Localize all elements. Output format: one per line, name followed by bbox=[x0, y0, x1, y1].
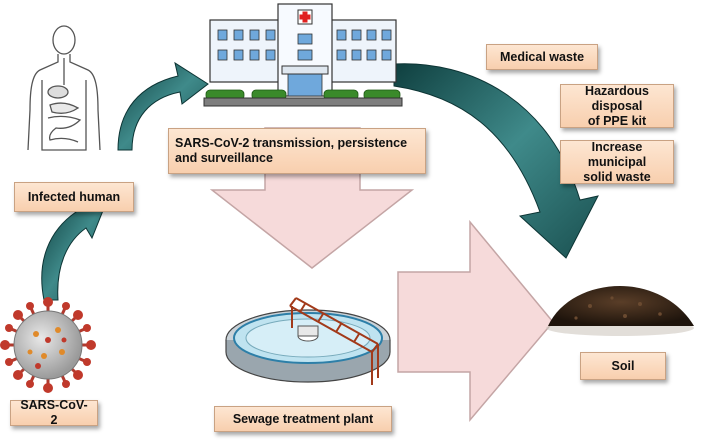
sars-cov-2-label: SARS-CoV-2 bbox=[10, 398, 98, 427]
sewage-tank-icon bbox=[225, 297, 391, 385]
medical-waste-label: Medical waste bbox=[486, 44, 598, 70]
virus-icon bbox=[0, 297, 96, 393]
human-body-icon bbox=[27, 25, 101, 151]
right-flow-arrow bbox=[397, 219, 554, 423]
curved-arrow-virus-to-human bbox=[41, 201, 105, 301]
curved-arrow-human-to-hospital bbox=[117, 61, 209, 151]
ppe-disposal-label: Hazardous disposal of PPE kit bbox=[560, 84, 674, 128]
transmission-label: SARS-CoV-2 transmission, persistence and… bbox=[168, 128, 426, 174]
soil-pile-icon bbox=[546, 286, 694, 336]
soil-label: Soil bbox=[580, 352, 666, 380]
municipal-waste-label: Increase municipal solid waste bbox=[560, 140, 674, 184]
curved-arrow-hospital-to-soil bbox=[393, 63, 599, 259]
hospital-icon bbox=[203, 3, 403, 107]
sewage-plant-label: Sewage treatment plant bbox=[214, 406, 392, 432]
infected-human-label: Infected human bbox=[14, 182, 134, 212]
